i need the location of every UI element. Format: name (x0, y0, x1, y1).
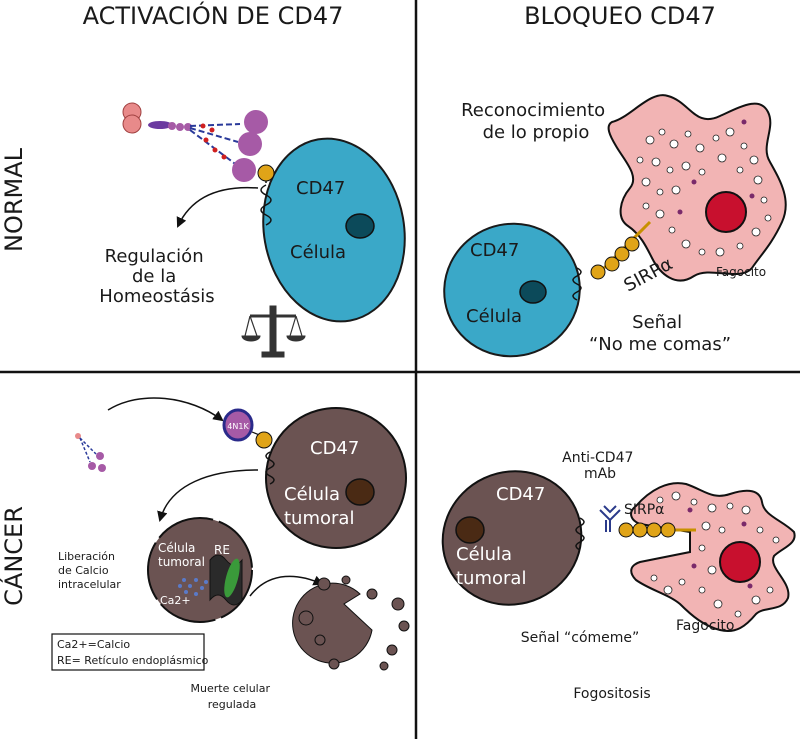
q2-cell-label: Célula (466, 306, 522, 327)
q4-cd47-label: CD47 (496, 484, 545, 505)
q4-sirpa-chain-icon (618, 522, 696, 538)
q2-normal-cell (443, 222, 581, 358)
q4-tumor-nucleus (455, 516, 485, 544)
q4-signal-text: Señal “cómeme” (521, 630, 640, 646)
phagocyte-vesicles (636, 127, 772, 257)
dying-cell-fragments-icon (292, 575, 410, 671)
header-right: BLOQUEO CD47 (524, 2, 716, 30)
q4-phagocyte-vesicles (650, 491, 780, 618)
q3-re-label: RE (214, 543, 230, 557)
tsp-ligand-icon (122, 102, 268, 182)
q2-sirpa-label: SIRPα (620, 253, 676, 296)
q4-phagocyte-nucleus (719, 541, 761, 583)
anti-cd47-antibody-icon (599, 505, 621, 532)
legend-box (51, 633, 205, 671)
q3-cd47-receptor-loops (265, 451, 275, 485)
phagocyte-nucleus (705, 191, 747, 233)
q1-regulation-text: Regulación de la Homeostásis (99, 246, 214, 307)
q3-binding-arrow (107, 397, 224, 422)
balance-scale-icon (241, 305, 306, 358)
header-left: ACTIVACIÓN DE CD47 (83, 0, 344, 30)
q1-cd47-label: CD47 (296, 178, 345, 199)
q2-recognition-text: Reconocimiento de lo propio (461, 100, 611, 143)
q3-cd47-label: CD47 (310, 438, 359, 459)
q3-death-arrow (249, 575, 324, 597)
normal-cell (262, 137, 406, 323)
q3-cancer-activation: 4N1K CD47 Célula tumoral Célula tumoral … (51, 397, 410, 711)
4n1k-peptide-icon (222, 408, 254, 442)
q2-signal-text: Señal “No me comas” (589, 312, 731, 355)
q1-regulation-arrow (176, 186, 259, 228)
q4-cd47-receptor-loops (575, 517, 585, 551)
side-label-cancer: CÁNCER (0, 506, 28, 606)
q4-phagocytosis-text: Fogositosis (573, 686, 650, 702)
q3-death-text: Muerte celular regulada (191, 682, 274, 711)
tumor-cell (265, 407, 407, 549)
cd47-ligand-icon (257, 164, 275, 182)
q4-tumor-cell (441, 470, 583, 606)
q2-cd47-receptor-loops (572, 267, 582, 301)
q4-antibody-text: Anti-CD47 mAb (562, 450, 638, 482)
q2-phagocyte-label: Fagocito (716, 265, 766, 279)
q4-phagocyte-label: Fagocito (676, 618, 734, 634)
q3-small-cell-label: Célula tumoral (158, 541, 205, 569)
q3-down-arrow (157, 469, 259, 523)
q2-cell-nucleus (519, 280, 547, 304)
q3-ca-label: Ca2+ (160, 594, 191, 607)
q3-cd47-ligand-icon (255, 431, 273, 449)
sirpa-chain-icon (590, 220, 652, 280)
q4-phagocyte-cell (630, 482, 796, 632)
q4-sirpa-label: SIRPα (624, 502, 664, 518)
cell-nucleus (345, 213, 375, 239)
endoplasmic-reticulum-icon (209, 554, 243, 606)
cd47-receptor-loops (260, 184, 272, 226)
phagocyte-cell (607, 94, 787, 282)
q1-cell-label: Célula (290, 242, 346, 263)
tumor-nucleus (345, 478, 375, 506)
q4-tumor-cell-label: Célula tumoral (456, 544, 526, 589)
q4-cancer-blocking: Anti-CD47 mAb Fagocito SIRPα (441, 450, 796, 702)
q2-cd47-label: CD47 (470, 240, 519, 261)
small-tsp-ligand-icon (75, 433, 106, 472)
legend-text: Ca2+=Calcio RE= Retículo endoplásmico (57, 638, 209, 667)
calcium-ions-icon (178, 578, 208, 596)
side-label-normal: NORMAL (0, 147, 28, 252)
q3-release-text: Liberación de Calcio intracelular (58, 550, 121, 591)
q1-normal-activation: CD47 Célula Regulación de la Homeostásis (99, 102, 406, 358)
q2-normal-blocking: Reconocimiento de lo propio Fagocito CD4… (443, 94, 787, 358)
q3-tumor-cell-label: Célula tumoral (284, 484, 354, 529)
q3-ligand-label: 4N1K (227, 422, 249, 431)
